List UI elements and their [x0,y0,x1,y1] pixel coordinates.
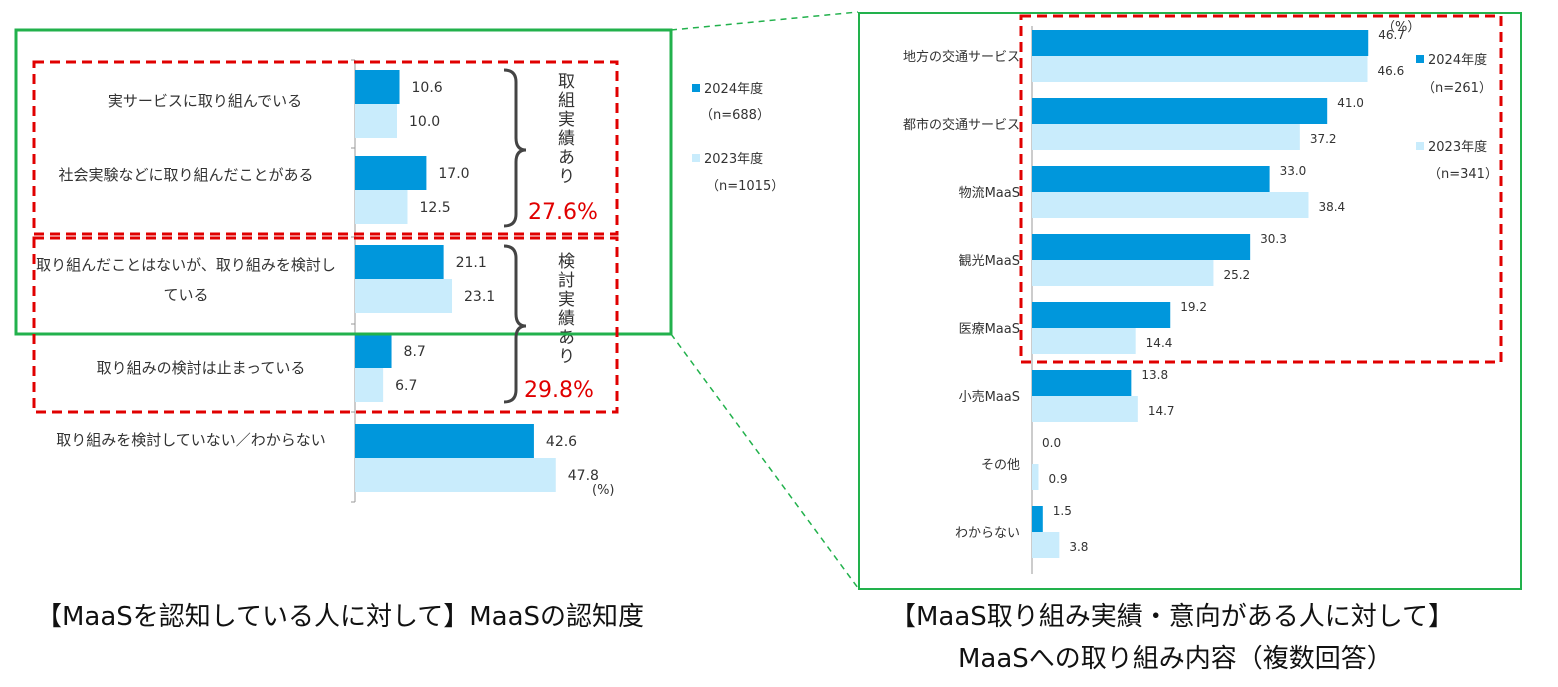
right-bar-2023-5 [1032,396,1138,422]
right-category-label-2: 物流MaaS [958,186,1020,201]
left-bar-2023-2 [355,279,453,313]
right-bar-2024-2 [1032,166,1270,192]
legend-2024-n-right: （n=261） [1422,81,1492,96]
left-chart: 実サービスに取り組んでいる 社会実験などに取り組んだことがある 取り組んだことは… [0,0,840,632]
left-bar-2023-4 [355,458,556,492]
left-data-label-2024-3: 8.7 [404,344,426,360]
left-data-label-2023-1: 12.5 [420,200,451,216]
left-data-label-2023-4: 47.8 [568,468,599,484]
left-bar-2023-3 [355,368,384,402]
legend-2023-swatch-right [1416,142,1424,150]
right-bar-2023-7 [1032,532,1060,558]
right-data-label-2023-7: 3.8 [1069,540,1088,554]
right-data-label-2024-7: 1.5 [1053,504,1072,518]
right-bar-2023-6 [1032,464,1039,490]
right-bar-2024-7 [1032,506,1043,532]
left-data-label-2024-4: 42.6 [546,434,577,450]
right-category-label-1: 都市の交通サービス [902,118,1020,133]
legend-2023-n-right: （n=341） [1428,167,1498,182]
right-bar-2024-4 [1032,302,1171,328]
right-data-label-2024-5: 13.8 [1141,368,1168,382]
legend-2024-swatch-right [1416,55,1424,63]
right-data-label-2023-6: 0.9 [1048,472,1067,486]
left-bar-2024-0 [355,70,400,104]
bracket-label-results: 取組実績あり [554,72,574,186]
legend-2023-label-left: 2023年度 [704,152,764,167]
right-data-label-2023-2: 38.4 [1318,200,1345,214]
left-bar-2024-1 [355,156,427,190]
right-data-label-2023-5: 14.7 [1148,404,1175,418]
right-chart: 地方の交通サービス 都市の交通サービス 物流MaaS 観光MaaS 医療MaaS… [858,12,1522,590]
right-data-label-2024-1: 41.0 [1337,96,1364,110]
right-bar-2023-1 [1032,124,1300,150]
left-bar-2023-0 [355,104,397,138]
left-data-label-2024-2: 21.1 [456,255,487,271]
left-unit-label: (%) [592,483,615,498]
right-data-label-2023-1: 37.2 [1310,132,1337,146]
right-category-label-7: わからない [954,526,1020,541]
right-caption-line2: MaaSへの取り組み内容（複数回答） [958,644,1393,674]
legend-2023-n-left: （n=1015） [706,179,785,194]
bracket-total-results: 27.6% [528,200,598,225]
legend-2024-label-left: 2024年度 [704,82,764,97]
legend-2024-swatch-left [692,84,700,92]
left-caption: 【MaaSを認知している人に対して】MaaSの認知度 [36,602,645,632]
bracket-total-consider: 29.8% [524,378,594,403]
left-data-label-2024-1: 17.0 [438,166,469,182]
right-bar-2024-1 [1032,98,1328,124]
right-category-label-6: その他 [980,458,1020,473]
right-bar-2023-2 [1032,192,1309,218]
right-category-label-5: 小売MaaS [958,390,1020,405]
left-bar-2024-3 [355,334,392,368]
right-category-label-0: 地方の交通サービス [902,50,1020,65]
left-category-label-4: 取り組みを検討していない／わからない [56,431,326,449]
right-data-label-2024-6: 0.0 [1042,436,1061,450]
left-data-label-2023-0: 10.0 [409,114,440,130]
legend-2024-n-left: （n=688） [700,108,770,123]
left-data-label-2023-2: 23.1 [464,289,495,305]
bracket-label-consider: 検討実績あり [554,252,574,366]
right-data-label-2024-3: 30.3 [1260,232,1287,246]
left-bar-2024-4 [355,424,534,458]
right-data-label-2023-4: 14.4 [1146,336,1173,350]
right-bar-2024-5 [1032,370,1132,396]
right-caption-line1: 【MaaS取り組み実績・意向がある人に対して】 [890,602,1455,632]
right-bars-svg: 46.741.033.030.319.213.80.01.546.637.238… [1031,26,1405,574]
right-unit-label: （%） [1382,20,1421,35]
right-data-label-2023-3: 25.2 [1223,268,1250,282]
right-bar-2024-3 [1032,234,1251,260]
right-category-label-4: 医療MaaS [958,322,1020,337]
right-bar-2023-0 [1032,56,1368,82]
left-data-label-2023-3: 6.7 [395,378,417,394]
left-data-label-2024-0: 10.6 [412,80,443,96]
left-bar-2023-1 [355,190,408,224]
right-category-label-3: 観光MaaS [958,254,1020,269]
legend-2024-label-right: 2024年度 [1428,53,1488,68]
right-data-label-2023-0: 46.6 [1378,64,1405,78]
left-bar-2024-2 [355,245,444,279]
right-bar-2023-4 [1032,328,1136,354]
legend-2023-swatch-left [692,154,700,162]
right-data-label-2024-4: 19.2 [1180,300,1207,314]
right-bar-2023-3 [1032,260,1214,286]
legend-2023-label-right: 2023年度 [1428,140,1488,155]
right-data-label-2024-2: 33.0 [1280,164,1307,178]
right-bar-2024-0 [1032,30,1369,56]
